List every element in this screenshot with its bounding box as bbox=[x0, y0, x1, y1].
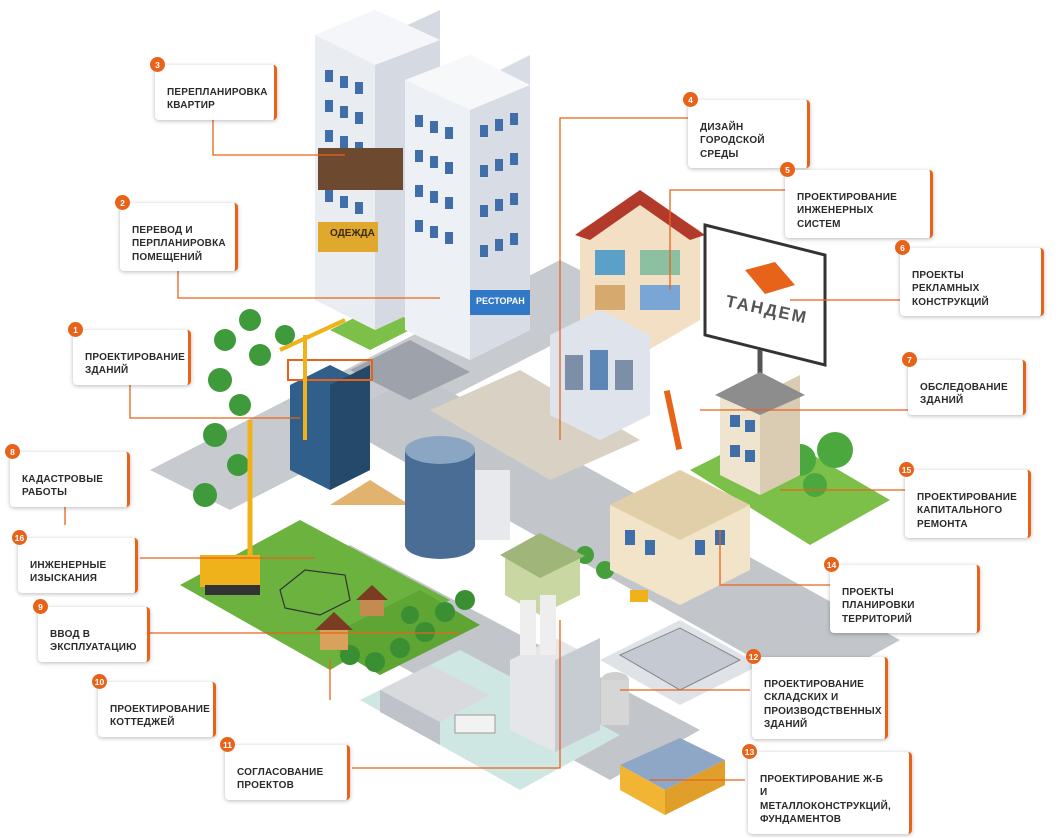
label-text: ПРОЕКТИРОВАНИЕ КОТТЕДЖЕЙ bbox=[110, 703, 210, 729]
label-warehouse-design: ПРОЕКТИРОВАНИЕ СКЛАДСКИХ И ПРОИЗВОДСТВЕН… bbox=[752, 657, 888, 739]
label-cadastral-works: КАДАСТРОВЫЕ РАБОТЫ bbox=[10, 452, 130, 507]
label-territory-planning: ПРОЕКТЫ ПЛАНИРОВКИ ТЕРРИТОРИЙ bbox=[830, 565, 980, 633]
label-apartment-replanning: ПЕРЕПЛАНИРОВКА КВАРТИР bbox=[155, 65, 277, 120]
factory-building bbox=[510, 595, 629, 752]
label-text: ДИЗАЙН ГОРОДСКОЙ СРЕДЫ bbox=[700, 121, 765, 160]
territory-master-plan bbox=[618, 627, 742, 691]
label-badge-11: 11 bbox=[220, 737, 235, 752]
label-badge-10: 10 bbox=[92, 674, 107, 689]
label-text: ПЕРЕВОД И ПЕРПЛАНИРОВКА ПОМЕЩЕНИЙ bbox=[132, 224, 226, 263]
label-badge-2: 2 bbox=[115, 195, 130, 210]
label-premises-conversion: ПЕРЕВОД И ПЕРПЛАНИРОВКА ПОМЕЩЕНИЙ bbox=[120, 203, 238, 271]
label-concrete-metal-structures: ПРОЕКТИРОВАНИЕ Ж-Б И МЕТАЛЛОКОНСТРУКЦИЙ,… bbox=[748, 752, 912, 834]
label-text: ПРОЕКТИРОВАНИЕ Ж-Б И МЕТАЛЛОКОНСТРУКЦИЙ,… bbox=[760, 773, 891, 826]
restaurant-facade bbox=[470, 290, 530, 315]
label-badge-9: 9 bbox=[33, 599, 48, 614]
engineering-systems-room bbox=[550, 310, 650, 440]
label-badge-5: 5 bbox=[780, 162, 795, 177]
label-engineering-surveys: ИНЖЕНЕРНЫЕ ИЗЫСКАНИЯ bbox=[18, 538, 138, 593]
sand-pile bbox=[330, 480, 410, 505]
restaurant-sign: РЕСТОРАН bbox=[476, 296, 525, 306]
label-badge-13: 13 bbox=[742, 744, 757, 759]
tower-crane bbox=[279, 318, 346, 440]
excavator-yellow bbox=[630, 590, 648, 602]
label-text: ПРОЕКТИРОВАНИЕ ЗДАНИЙ bbox=[85, 351, 185, 377]
inspected-house bbox=[715, 372, 805, 495]
label-badge-14: 14 bbox=[824, 557, 839, 572]
label-text: ПРОЕКТЫ ПЛАНИРОВКИ ТЕРРИТОРИЙ bbox=[842, 586, 915, 625]
label-text: ВВОД В ЭКСПЛУАТАЦИЮ bbox=[50, 628, 137, 654]
label-project-approval: СОГЛАСОВАНИЕ ПРОЕКТОВ bbox=[225, 745, 350, 800]
advertising-billboard bbox=[703, 223, 827, 420]
label-advertising-structures: ПРОЕКТЫ РЕКЛАМНЫХ КОНСТРУКЦИЙ bbox=[900, 248, 1044, 316]
inspection-ladder bbox=[663, 390, 683, 450]
metal-frame-structure bbox=[620, 738, 725, 815]
parking-lot bbox=[350, 340, 470, 400]
park-area bbox=[430, 370, 640, 480]
tree-cluster-left bbox=[193, 309, 295, 507]
construction-site-building bbox=[287, 359, 373, 490]
label-text: ОБСЛЕДОВАНИЕ ЗДАНИЙ bbox=[920, 381, 1008, 407]
truck bbox=[454, 714, 496, 734]
clothing-store-facade bbox=[318, 222, 378, 252]
label-text: КАДАСТРОВЫЕ РАБОТЫ bbox=[22, 473, 104, 499]
label-urban-design: ДИЗАЙН ГОРОДСКОЙ СРЕДЫ bbox=[688, 100, 810, 168]
warehouse-building bbox=[380, 665, 490, 745]
label-badge-12: 12 bbox=[746, 649, 761, 664]
label-capital-renovation: ПРОЕКТИРОВАНИЕ КАПИТАЛЬНОГО РЕМОНТА bbox=[905, 470, 1031, 538]
label-badge-8: 8 bbox=[5, 444, 20, 459]
label-text: СОГЛАСОВАНИЕ ПРОЕКТОВ bbox=[237, 766, 324, 792]
label-badge-16: 16 bbox=[12, 530, 27, 545]
capital-renovation-building bbox=[610, 470, 750, 605]
cadastral-survey-polygon bbox=[279, 569, 351, 616]
label-badge-7: 7 bbox=[902, 352, 917, 367]
apartment-renovation-cutout bbox=[318, 148, 403, 190]
label-badge-6: 6 bbox=[895, 240, 910, 255]
tower-right-windows bbox=[415, 113, 518, 257]
label-building-inspection: ОБСЛЕДОВАНИЕ ЗДАНИЙ bbox=[908, 360, 1026, 415]
clothing-store-sign: ОДЕЖДА bbox=[330, 228, 375, 239]
label-commissioning: ВВОД В ЭКСПЛУАТАЦИЮ bbox=[38, 607, 150, 662]
label-text: ПРОЕКТЫ РЕКЛАМНЫХ КОНСТРУКЦИЙ bbox=[912, 269, 989, 308]
label-engineering-systems: ПРОЕКТИРОВАНИЕ ИНЖЕНЕРНЫХ СИСТЕМ bbox=[785, 170, 933, 238]
label-badge-15: 15 bbox=[899, 462, 914, 477]
label-text: ИНЖЕНЕРНЫЕ ИЗЫСКАНИЯ bbox=[30, 559, 107, 585]
label-building-design: ПРОЕКТИРОВАНИЕ ЗДАНИЙ bbox=[73, 330, 191, 385]
label-text: ПЕРЕПЛАНИРОВКА КВАРТИР bbox=[167, 86, 268, 112]
label-text: ПРОЕКТИРОВАНИЕ ИНЖЕНЕРНЫХ СИСТЕМ bbox=[797, 191, 897, 230]
label-badge-3: 3 bbox=[150, 57, 165, 72]
drilling-rig bbox=[200, 420, 260, 595]
label-text: ПРОЕКТИРОВАНИЕ СКЛАДСКИХ И ПРОИЗВОДСТВЕН… bbox=[764, 678, 882, 731]
label-badge-1: 1 bbox=[68, 322, 83, 337]
classic-municipal-building bbox=[500, 533, 585, 615]
label-text: ПРОЕКТИРОВАНИЕ КАПИТАЛЬНОГО РЕМОНТА bbox=[917, 491, 1017, 530]
label-cottage-design: ПРОЕКТИРОВАНИЕ КОТТЕДЖЕЙ bbox=[98, 682, 216, 737]
round-office-building bbox=[405, 436, 510, 559]
label-badge-4: 4 bbox=[683, 92, 698, 107]
